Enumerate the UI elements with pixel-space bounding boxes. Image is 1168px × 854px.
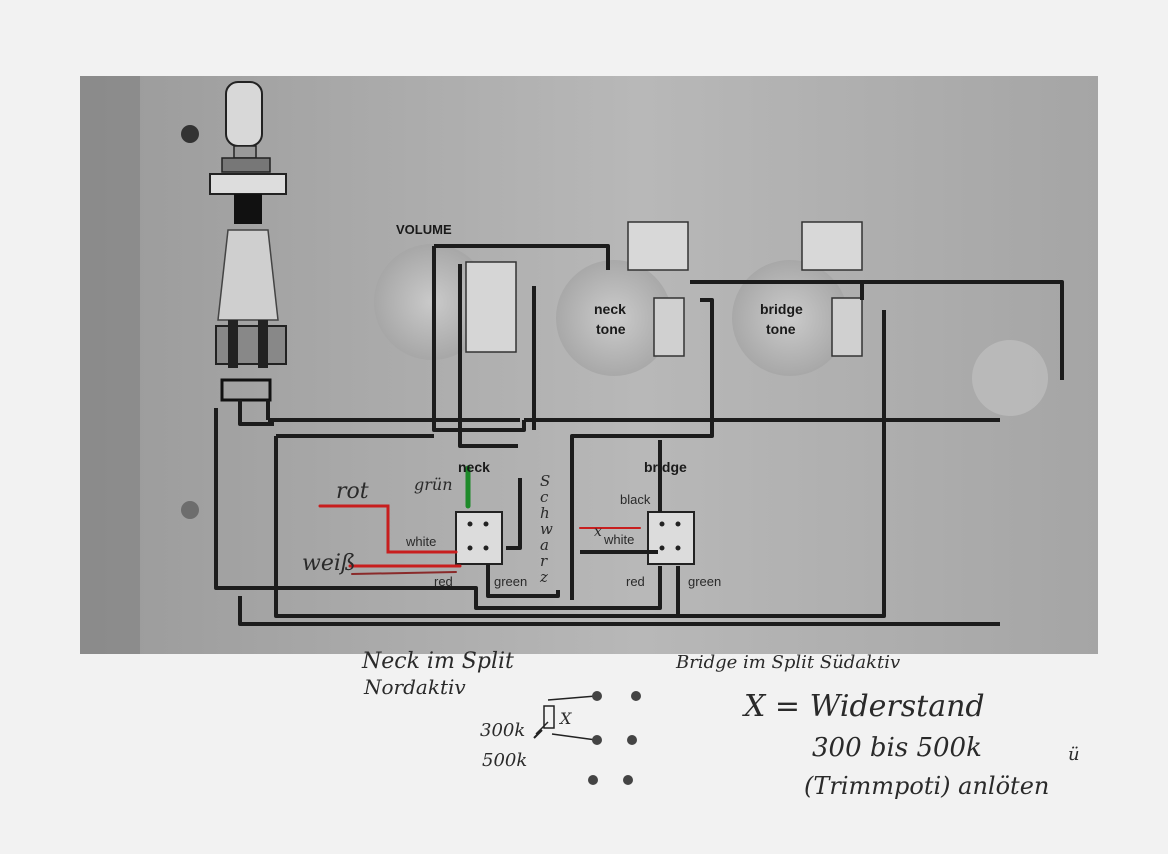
bleed-through-text-strip xyxy=(80,76,140,654)
label-bridge-tone-2: tone xyxy=(766,321,796,337)
hand-neck-split-1: Neck im Split xyxy=(361,649,514,674)
hand-bridge-split: Bridge im Split Südaktiv xyxy=(675,652,900,673)
hand-umlaut-hint: ü xyxy=(1068,744,1080,765)
label-green-bridge: green xyxy=(688,574,721,589)
bridge-pickup-terminal xyxy=(647,511,695,565)
bridge-tone-pot xyxy=(732,221,863,376)
label-red-bridge: red xyxy=(626,574,645,589)
label-red-neck: red xyxy=(434,574,453,589)
hand-schwarz-vertical: S c h w a r z xyxy=(539,472,553,586)
label-neck-tone-1: neck xyxy=(594,301,626,317)
neck-tone-pot xyxy=(556,221,689,376)
hand-schwarz-letter: c xyxy=(540,488,549,506)
hand-schwarz-letter: S xyxy=(540,472,550,490)
neck-pickup-terminal xyxy=(455,511,503,565)
mounting-hole xyxy=(181,501,199,519)
label-green-neck: green xyxy=(494,574,527,589)
hand-300k: 300k xyxy=(480,720,525,741)
hand-range: 300 bis 500k xyxy=(812,733,982,763)
hand-gruen: grün xyxy=(414,475,453,494)
label-bridge-tone-1: bridge xyxy=(760,301,803,317)
hand-x-equals-widerstand: X = Widerstand xyxy=(742,689,985,724)
mounting-hole xyxy=(181,125,199,143)
label-neck: neck xyxy=(458,459,490,475)
hand-schwarz-letter: a xyxy=(540,536,549,554)
label-neck-tone-2: tone xyxy=(596,321,626,337)
volume-pot xyxy=(374,244,517,360)
label-volume: VOLUME xyxy=(396,222,452,237)
hand-rot: rot xyxy=(336,479,369,504)
resistor-sketch xyxy=(533,695,597,741)
hand-schwarz-letter: w xyxy=(540,520,553,538)
hand-x-mark: X xyxy=(558,709,572,728)
hand-500k: 500k xyxy=(482,750,527,771)
label-black-bridge: black xyxy=(620,492,651,507)
label-white-bridge: white xyxy=(603,532,634,547)
output-jack xyxy=(209,81,287,402)
pen-wire-overlays xyxy=(318,465,641,575)
wiring xyxy=(214,244,1064,626)
label-white-neck: white xyxy=(405,534,436,549)
hand-x-mark-small: x xyxy=(594,524,602,540)
hand-trimmpoti: (Trimmpoti) anlöten xyxy=(804,772,1049,800)
hand-schwarz-letter: r xyxy=(540,552,548,570)
selector-switch xyxy=(972,340,1048,416)
hand-schwarz-letter: h xyxy=(540,504,550,522)
terminal-sketch xyxy=(588,691,641,785)
hand-neck-split-2: Nordaktiv xyxy=(363,675,466,699)
hand-schwarz-letter: z xyxy=(539,568,548,586)
label-bridge: bridge xyxy=(644,459,687,475)
hand-weiss: weiß xyxy=(302,551,356,576)
